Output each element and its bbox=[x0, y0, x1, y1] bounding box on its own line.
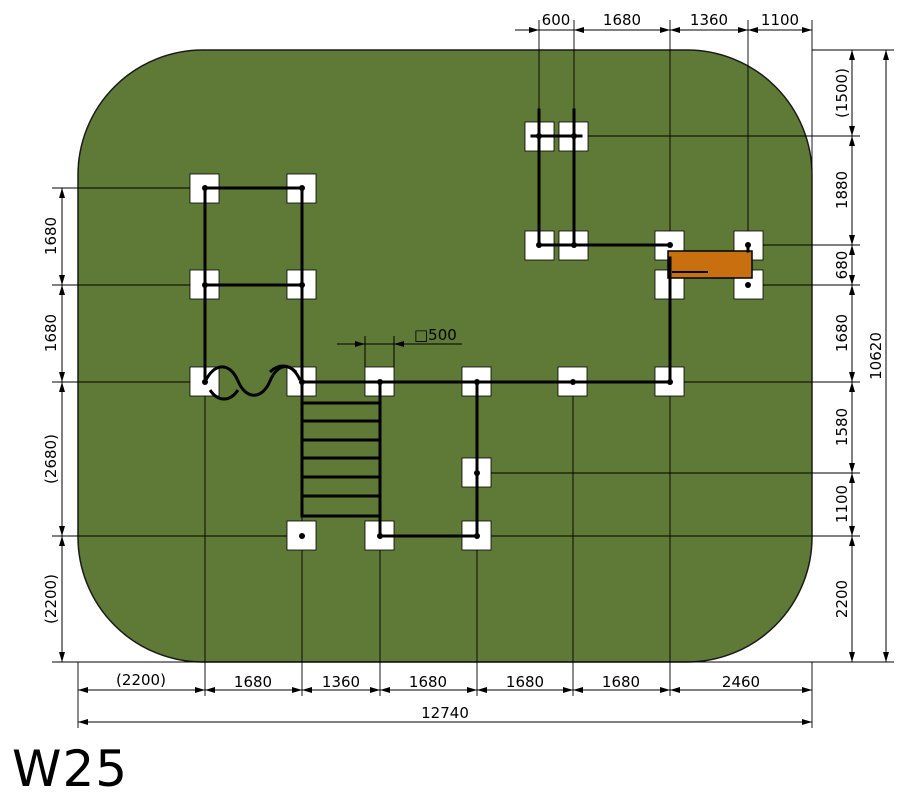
platform bbox=[667, 250, 753, 279]
dim-bottom-2: 1680 bbox=[234, 673, 272, 691]
dimension-lines bbox=[59, 27, 889, 725]
drawing-title: W25 bbox=[12, 740, 129, 798]
dim-bottom-4: 1680 bbox=[409, 673, 447, 691]
dim-top-2: 1680 bbox=[603, 11, 641, 29]
dim-left-2: 1680 bbox=[42, 314, 60, 352]
dim-right-3: 680 bbox=[833, 251, 851, 280]
wave-element-lower bbox=[208, 364, 298, 401]
dim-left-4: (2200) bbox=[42, 574, 60, 624]
climbing-net bbox=[302, 401, 380, 518]
dim-right-6: 1100 bbox=[833, 485, 851, 523]
dimension-labels: 600 1680 1360 1100 (2200) 1680 1360 1680… bbox=[42, 11, 885, 722]
post-size-label: □500 bbox=[414, 326, 457, 344]
dim-bottom-7: 2460 bbox=[722, 673, 760, 691]
dim-top-3: 1360 bbox=[690, 11, 728, 29]
joints bbox=[202, 133, 751, 539]
dim-bottom-total: 12740 bbox=[421, 704, 469, 722]
dim-right-5: 1580 bbox=[833, 408, 851, 446]
dim-left-1: 1680 bbox=[42, 217, 60, 255]
dim-bottom-5: 1680 bbox=[506, 673, 544, 691]
dim-right-7: 2200 bbox=[833, 580, 851, 618]
dim-bottom-3: 1360 bbox=[322, 673, 360, 691]
dim-right-4: 1680 bbox=[833, 314, 851, 352]
dim-right-2: 1880 bbox=[833, 171, 851, 209]
safety-surface bbox=[77, 49, 813, 663]
dim-bottom-6: 1680 bbox=[602, 673, 640, 691]
dim-left-3: (2680) bbox=[42, 434, 60, 484]
dim-right-1: (1500) bbox=[833, 68, 851, 118]
dim-top-4: 1100 bbox=[761, 11, 799, 29]
dim-top-1: 600 bbox=[542, 11, 571, 29]
dim-bottom-1: (2200) bbox=[116, 671, 166, 689]
dim-right-total: 10620 bbox=[867, 332, 885, 380]
